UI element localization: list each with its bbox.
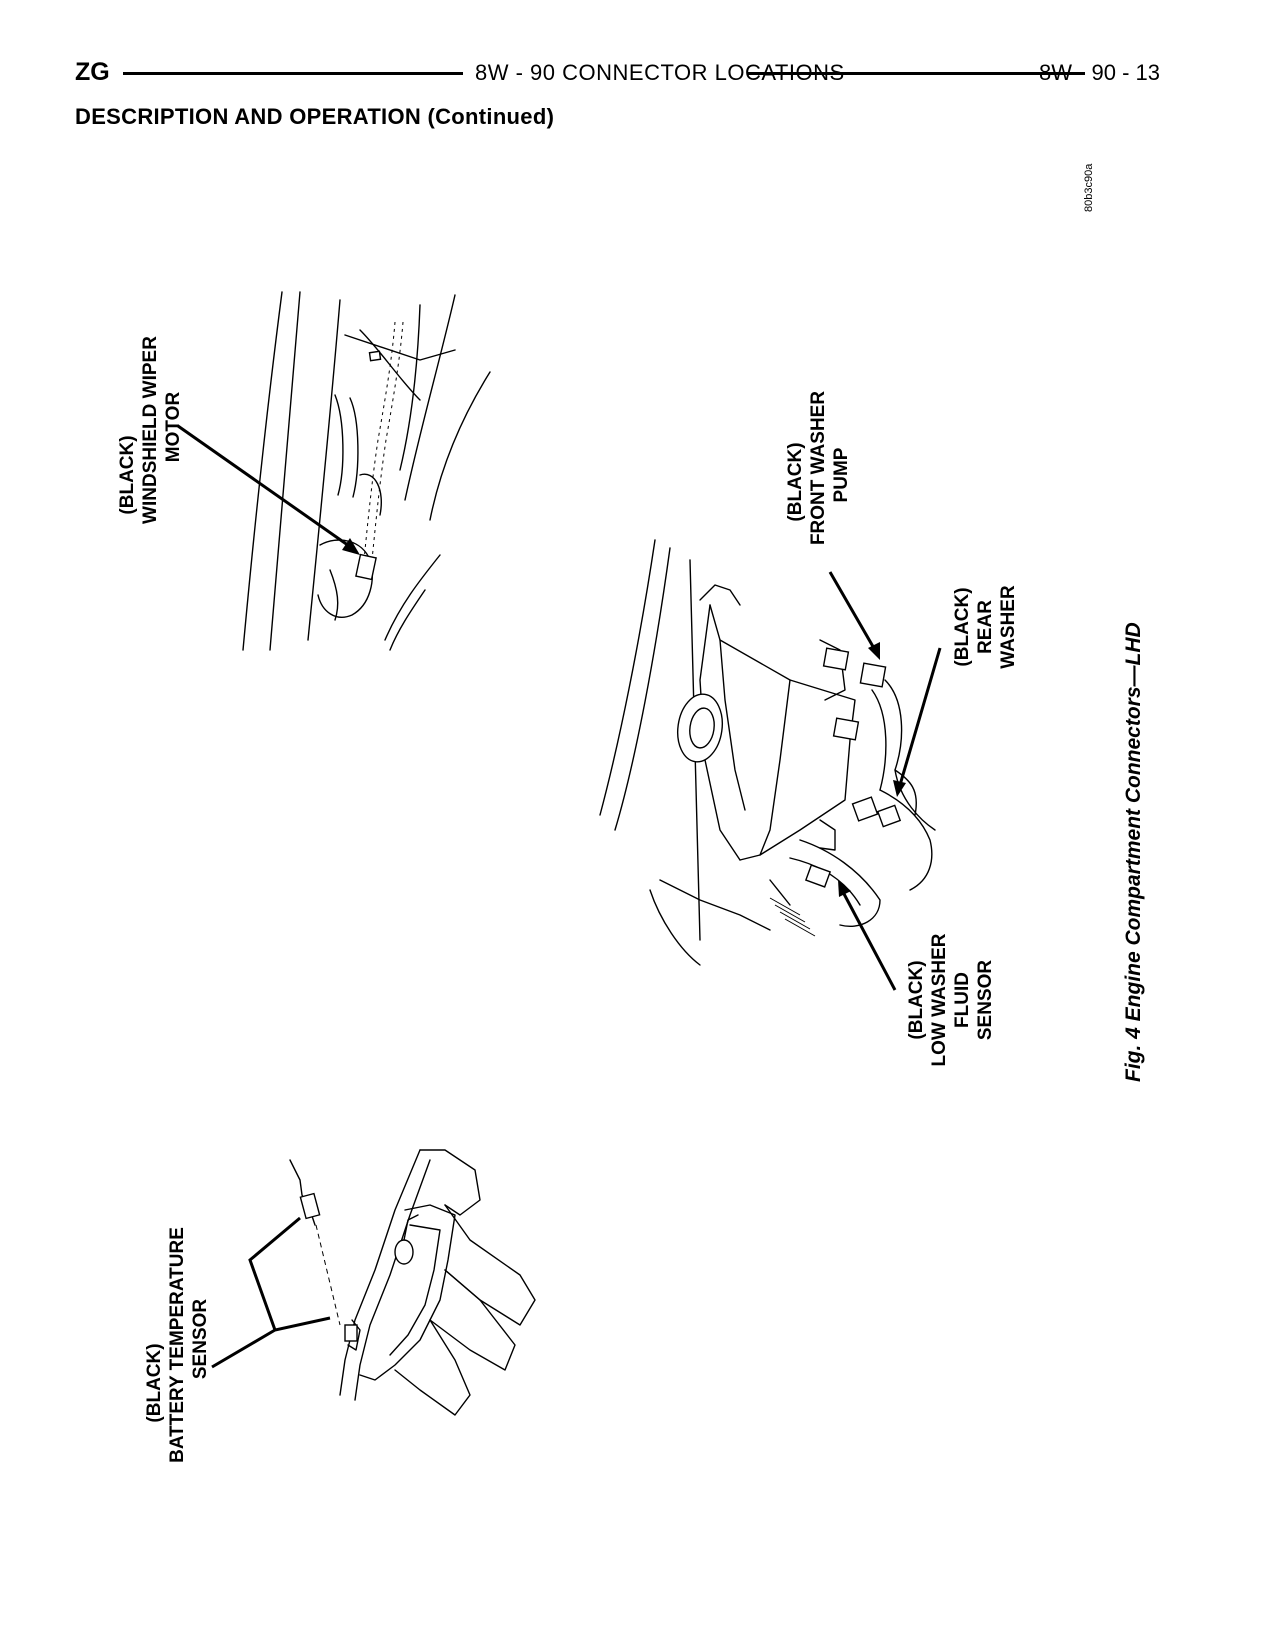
label-battery-temperature-sensor: (BLACK) BATTERY TEMPERATURE SENSOR: [144, 1216, 331, 1463]
header-rule-left: [123, 72, 463, 75]
label-windshield-wiper-motor: (BLACK) WINDSHIELD WIPER MOTOR: [117, 336, 360, 555]
svg-text:(BLACK): (BLACK): [117, 435, 138, 514]
svg-text:WASHER: WASHER: [998, 585, 1019, 669]
label-low-washer-fluid-sensor: (BLACK) LOW WASHER FLUID SENSOR: [838, 880, 996, 1067]
svg-text:BATTERY TEMPERATURE: BATTERY TEMPERATURE: [167, 1227, 188, 1463]
svg-text:FLUID: FLUID: [952, 972, 973, 1028]
svg-text:SENSOR: SENSOR: [190, 1299, 211, 1380]
label-front-washer-pump: (BLACK) FRONT WASHER PUMP: [785, 391, 880, 660]
svg-text:(BLACK): (BLACK): [785, 442, 806, 521]
svg-text:(BLACK): (BLACK): [144, 1343, 165, 1422]
figure-code: 80b3c90a: [1083, 163, 1095, 212]
svg-text:(BLACK): (BLACK): [952, 587, 973, 666]
header-page-number: 8W - 90 - 13: [1038, 60, 1160, 85]
svg-text:(BLACK): (BLACK): [906, 960, 927, 1039]
header-manual-code: ZG: [75, 58, 110, 86]
svg-text:FRONT WASHER: FRONT WASHER: [808, 391, 829, 545]
battery-tray-illustration: [289, 1149, 536, 1416]
svg-text:LOW WASHER: LOW WASHER: [929, 933, 950, 1066]
washer-reservoir-illustration: [599, 539, 936, 966]
section-title: DESCRIPTION AND OPERATION (Continued): [75, 104, 555, 129]
label-rear-washer-pump: (BLACK) REAR WASHER: [893, 585, 1019, 797]
figure-caption: Fig. 4 Engine Compartment Connectors—LHD: [1122, 622, 1145, 1082]
wiper-motor-illustration: [242, 291, 491, 651]
svg-text:SENSOR: SENSOR: [975, 960, 996, 1041]
svg-text:REAR: REAR: [975, 600, 996, 654]
page-header: ZG 8W - 90 CONNECTOR LOCATIONS 8W - 90 -…: [75, 58, 1160, 88]
svg-text:PUMP: PUMP: [831, 447, 852, 502]
header-rule-right: [747, 72, 1085, 75]
svg-text:WINDSHIELD WIPER: WINDSHIELD WIPER: [140, 336, 161, 524]
svg-text:MOTOR: MOTOR: [163, 392, 184, 463]
